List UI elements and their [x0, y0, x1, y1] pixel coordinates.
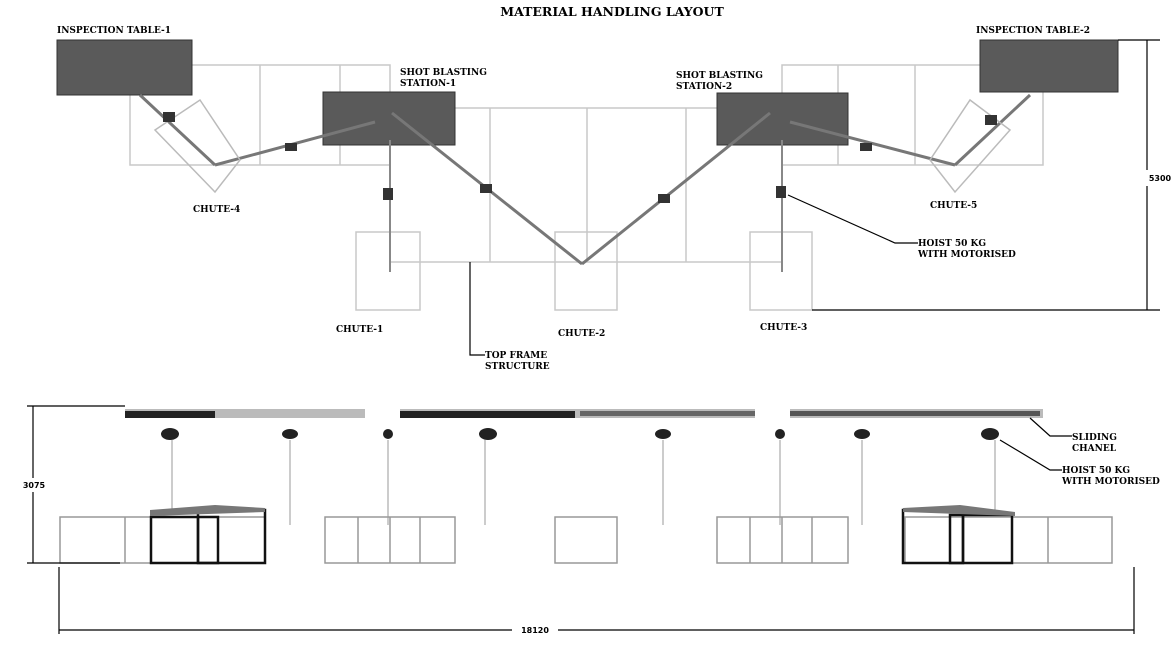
chute-5-swing: [929, 98, 1012, 194]
dimension-3075: 3075: [23, 481, 46, 490]
label-chute-1: CHUTE-1: [336, 325, 383, 335]
hoist-icon: [860, 143, 872, 151]
label-hoist-bottom-line1: HOIST 50 KG: [1062, 466, 1130, 476]
label-shot-blasting-1-line1: SHOT BLASTING: [400, 68, 487, 78]
label-hoist-top-line2: WITH MOTORISED: [917, 250, 1016, 260]
label-shot-blasting-2-line1: SHOT BLASTING: [676, 71, 763, 81]
hoist-icon: [383, 429, 393, 439]
label-chute-4: CHUTE-4: [193, 205, 240, 215]
elevation-view: SLIDING CHANEL HOIST 50 KG WITH MOTORISE…: [23, 405, 1160, 635]
inspection-table-1: [56, 39, 193, 96]
label-shot-blasting-1-line2: STATION-1: [400, 79, 456, 89]
hoist-icon: [163, 112, 175, 122]
top-frame-leader-line: [469, 262, 485, 356]
chute-4-swing: [153, 98, 241, 194]
hoist-icon: [854, 429, 870, 439]
hoist-icon: [285, 143, 297, 151]
label-top-frame-line2: STRUCTURE: [485, 362, 550, 372]
label-chute-2: CHUTE-2: [558, 329, 605, 339]
hoist-icon: [655, 429, 671, 439]
label-chute-5: CHUTE-5: [930, 201, 977, 211]
hoist-icon: [480, 184, 492, 193]
hoist-icon: [479, 428, 497, 440]
hoist-icon: [282, 429, 298, 439]
dimension-5300: 5300: [1149, 174, 1172, 183]
sliding-channel-leader-line: [1029, 417, 1072, 437]
hoist-leader-line: [787, 194, 918, 244]
chute-2-box: [554, 231, 618, 311]
label-sliding-channel-line1: SLIDING: [1072, 433, 1117, 443]
plan-view: INSPECTION TABLE-1 INSPECTION TABLE-2 SH…: [56, 26, 1172, 372]
hoist-icons: [163, 112, 997, 203]
hoists: [161, 428, 999, 525]
label-sliding-channel-line2: CHANEL: [1072, 444, 1117, 454]
drawing-title: MATERIAL HANDLING LAYOUT: [500, 4, 724, 19]
dimension-18120: 18120: [521, 626, 549, 635]
hoist-icon: [985, 115, 997, 125]
shot-blasting-station-2: [716, 92, 849, 146]
label-top-frame-line1: TOP FRAME: [485, 351, 547, 361]
hoist-icon: [658, 194, 670, 203]
hoist-leader-line-bottom: [999, 439, 1062, 471]
chute-1-box: [355, 231, 421, 311]
hoist-icon: [981, 428, 999, 440]
hoist-icon: [383, 188, 393, 200]
inspection-table-2: [979, 39, 1119, 93]
label-inspection-table-1: INSPECTION TABLE-1: [57, 26, 171, 36]
hoist-icon: [775, 429, 785, 439]
label-inspection-table-2: INSPECTION TABLE-2: [976, 26, 1090, 36]
hoist-icon: [776, 186, 786, 198]
hoist-icon: [161, 428, 179, 440]
label-hoist-bottom-line2: WITH MOTORISED: [1061, 477, 1160, 487]
shot-blasting-station-1: [322, 91, 456, 146]
tables-elevation: [59, 505, 1113, 565]
label-chute-3: CHUTE-3: [760, 323, 807, 333]
label-hoist-top-line1: HOIST 50 KG: [918, 239, 986, 249]
label-shot-blasting-2-line2: STATION-2: [676, 82, 732, 92]
